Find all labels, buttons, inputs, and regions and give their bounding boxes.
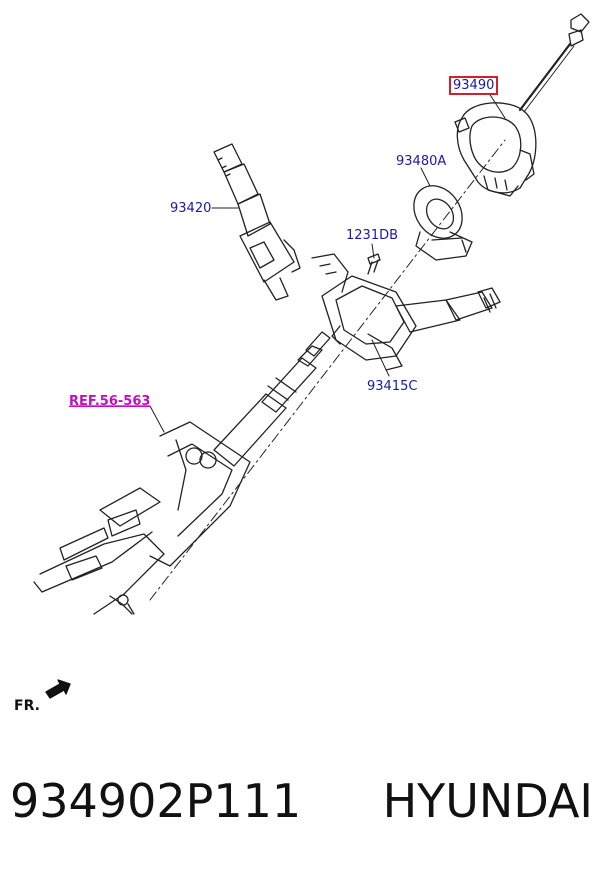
leader-93480a [420,167,431,187]
part-label-93415c[interactable]: 93415C [367,379,418,394]
bolt-1231db [367,253,381,275]
part-number: 934902P111 [10,774,302,828]
part-label-93480a[interactable]: 93480A [396,154,447,169]
part-label-1231db[interactable]: 1231DB [346,228,399,243]
steering-column-exploded-diagram [33,13,590,699]
front-direction-arrow-icon [45,679,71,699]
light-switch-assembly [213,143,301,301]
brand-name: HYUNDAI [382,774,593,828]
assembly-axis-line [149,139,506,601]
multifunction-switch-housing [311,253,501,371]
front-direction-label: FR. [14,698,40,714]
clock-spring-assembly [454,13,590,197]
steering-shaft [213,331,331,467]
leader-ref [69,405,165,433]
footer-caption: 934902P111 HYUNDAI [10,774,593,828]
reference-label[interactable]: REF.56-563 [69,394,151,409]
leader-93415c [371,339,390,377]
leader-1231db [371,243,375,259]
steering-column-bracket [33,421,251,615]
part-label-93420[interactable]: 93420 [170,201,212,216]
steering-angle-sensor-ring [413,185,473,261]
part-label-93490[interactable]: 93490 [449,76,499,95]
